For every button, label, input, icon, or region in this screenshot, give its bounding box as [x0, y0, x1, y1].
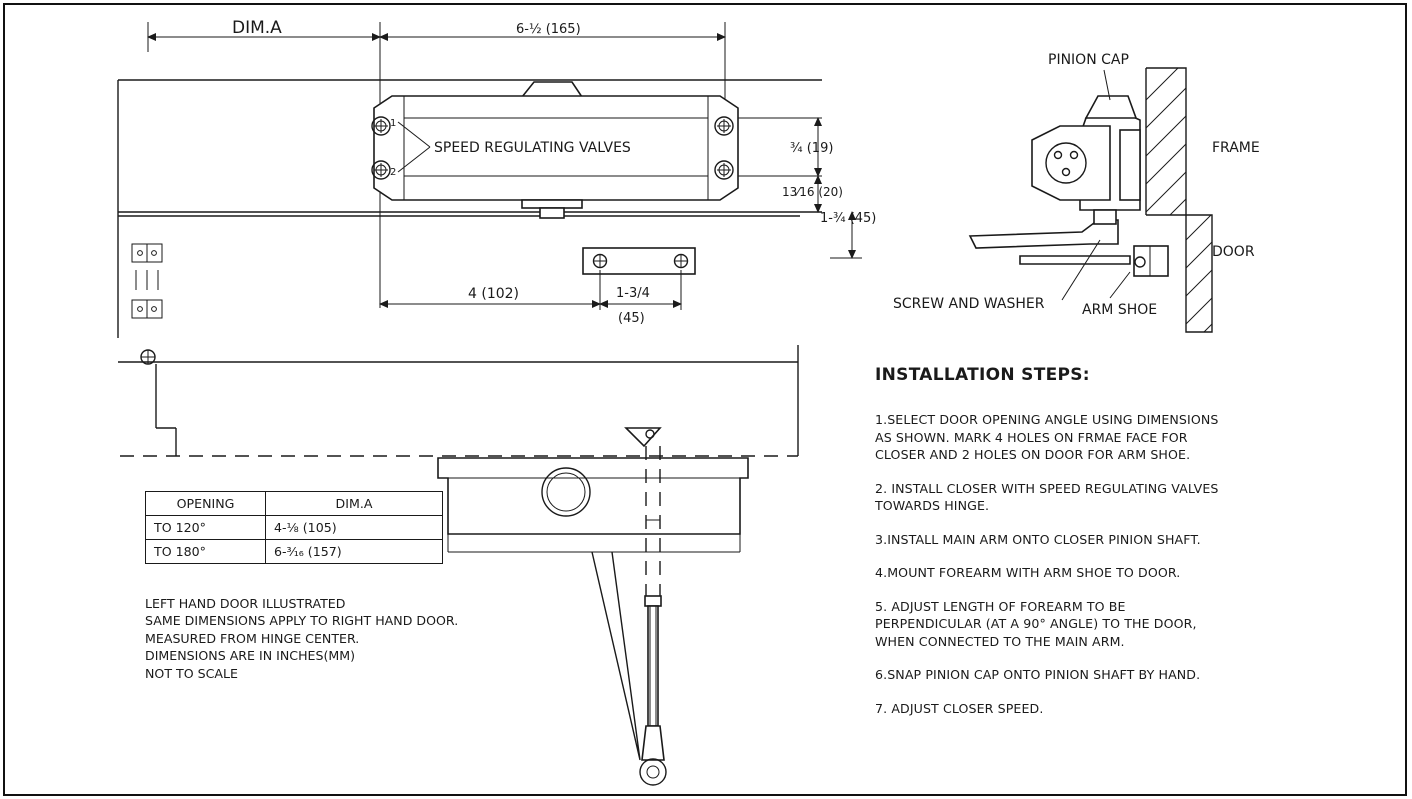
installation-step-5: 5. ADJUST LENGTH OF FOREARM TO BE PERPEN…: [875, 598, 1197, 649]
detail-view: FRAME DOOR PINION CAP SCREW AND WASHER: [893, 52, 1260, 333]
note-line: NOT TO SCALE: [145, 665, 239, 681]
dim-45-side: 1-¾ (45): [820, 211, 876, 226]
installation-title: INSTALLATION STEPS:: [875, 365, 1090, 385]
mounting-screw-icon: [371, 116, 391, 136]
installation-steps: INSTALLATION STEPS: 1.SELECT DOOR OPENIN…: [875, 365, 1395, 733]
dim-102: 4 (102): [468, 286, 519, 302]
note-line: LEFT HAND DOOR ILLUSTRATED: [145, 596, 346, 611]
arm-shoe-bracket: [582, 247, 696, 275]
table-header-dim-a: DIM.A: [265, 491, 443, 516]
installation-step-6: 6.SNAP PINION CAP ONTO PINION SHAFT BY H…: [875, 667, 1201, 682]
screw-washer-label: SCREW AND WASHER: [893, 296, 1045, 312]
dim-arm-in: 1-3/4: [616, 286, 650, 301]
table-cell: TO 120°: [145, 515, 266, 540]
opening-dimension-table: OPENING DIM.A TO 120° 4-⅛ (105) TO 180° …: [145, 491, 443, 564]
frame-label: FRAME: [1212, 140, 1260, 156]
dim-19: ¾ (19): [790, 141, 833, 156]
valve-mark-1: 1: [390, 118, 396, 129]
arm-shoe-label: ARM SHOE: [1082, 302, 1157, 318]
drawing-notes: LEFT HAND DOOR ILLUSTRATED SAME DIMENSIO…: [145, 595, 458, 682]
installation-step-3: 3.INSTALL MAIN ARM ONTO CLOSER PINION SH…: [875, 531, 1201, 547]
note-line: MEASURED FROM HINGE CENTER.: [145, 630, 360, 646]
dim-20: 13⁄16 (20): [782, 185, 843, 199]
table-header-opening: OPENING: [145, 491, 266, 516]
installation-step-1: 1.SELECT DOOR OPENING ANGLE USING DIMENS…: [875, 412, 1219, 462]
door-label: DOOR: [1212, 244, 1255, 260]
installation-step-2: 2. INSTALL CLOSER WITH SPEED REGULATING …: [875, 480, 1219, 514]
note-line: SAME DIMENSIONS APPLY TO RIGHT HAND DOOR…: [145, 613, 459, 629]
installation-step-7: 7. ADJUST CLOSER SPEED.: [875, 700, 1044, 716]
table-cell: 6-³⁄₁₆ (157): [265, 539, 443, 564]
note-line: DIMENSIONS ARE IN INCHES(MM): [145, 648, 356, 664]
mounting-screw-icon: [714, 160, 734, 180]
table-header-row: OPENING DIM.A: [145, 491, 443, 516]
mounting-screw-icon: [714, 116, 734, 136]
installation-step-4: 4.MOUNT FOREARM WITH ARM SHOE TO DOOR.: [875, 565, 1181, 580]
mounting-screw-icon: [371, 160, 391, 180]
valve-mark-2: 2: [390, 167, 396, 178]
door-closer-body: 1 2 SPEED REGULATING VALVES: [371, 81, 739, 219]
hinge-icon: [131, 243, 163, 319]
bottom-view: [118, 345, 799, 786]
table-cell: TO 180°: [145, 539, 266, 564]
top-view: DIM.A 6-½ (165): [117, 18, 876, 338]
speed-valves-label: SPEED REGULATING VALVES: [434, 140, 631, 156]
table-row: TO 120° 4-⅛ (105): [145, 515, 443, 540]
width-dimension: 6-½ (165): [516, 22, 581, 37]
dim-a-label: DIM.A: [232, 18, 282, 38]
pinion-cap-label: PINION CAP: [1048, 52, 1129, 68]
table-row: TO 180° 6-³⁄₁₆ (157): [145, 539, 443, 564]
table-cell: 4-⅛ (105): [265, 515, 443, 540]
dim-arm-mm: (45): [618, 311, 645, 326]
